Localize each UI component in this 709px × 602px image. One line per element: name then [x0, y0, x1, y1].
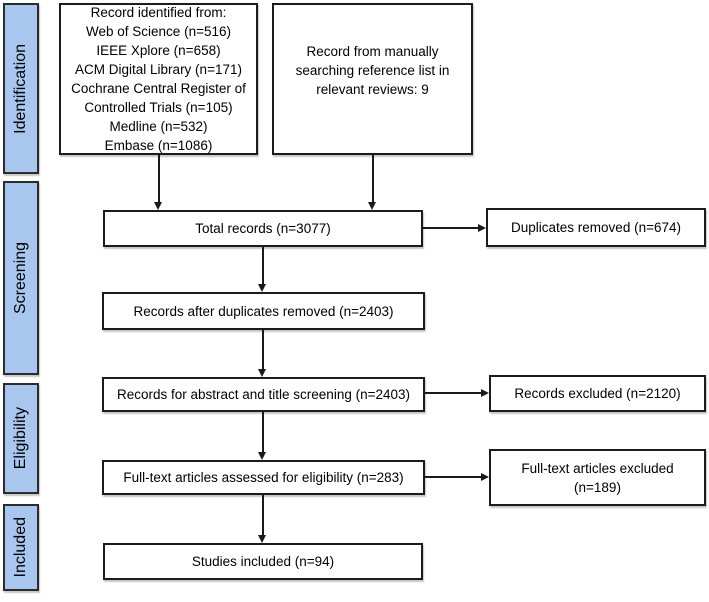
- box-records-identified: Record identified from: Web of Science (…: [59, 3, 258, 155]
- arrow-right-icon: [481, 388, 489, 397]
- duplicates-removed-text: Duplicates removed (n=674): [511, 220, 681, 235]
- box-records-after-duplicates: Records after duplicates removed (n=2403…: [102, 292, 425, 330]
- records-excluded-text: Records excluded (n=2120): [514, 386, 681, 401]
- box-fulltext-eligibility: Full-text articles assessed for eligibil…: [102, 460, 425, 495]
- stage-label-eligibility: Eligibility: [12, 407, 29, 470]
- source-line: Embase (n=1086): [104, 138, 213, 153]
- stage-identification: Identification: [3, 3, 39, 174]
- box-studies-included: Studies included (n=94): [103, 543, 423, 580]
- stage-included: Included: [3, 504, 39, 591]
- connector-fulltext-to-included: [262, 495, 264, 536]
- source-line: Web of Science (n=516): [86, 24, 231, 39]
- arrow-down-icon: [258, 284, 266, 292]
- abstract-title-screening-text: Records for abstract and title screening…: [116, 387, 411, 402]
- source-line: IEEE Xplore (n=658): [96, 43, 221, 58]
- fulltext-eligibility-text: Full-text articles assessed for eligibil…: [123, 470, 404, 485]
- arrow-down-icon: [258, 452, 266, 460]
- fulltext-excluded-text: Full-text articles excluded (n=189): [521, 460, 674, 495]
- arrow-down-icon: [258, 369, 266, 377]
- source-line: Record identified from:: [90, 5, 227, 20]
- connector-afterdup-to-screening: [262, 330, 264, 370]
- source-line: Cochrane Central Register of: [71, 81, 246, 96]
- source-line: Medline (n=532): [109, 119, 208, 134]
- records-after-duplicates-text: Records after duplicates removed (n=2403…: [133, 303, 394, 319]
- box-manual-search: Record from manually searching reference…: [272, 3, 473, 155]
- arrow-down-icon: [368, 202, 376, 210]
- box-total-records: Total records (n=3077): [103, 210, 423, 247]
- connector-screening-to-excluded: [425, 392, 481, 394]
- arrow-right-icon: [481, 472, 489, 481]
- connector-total-to-duplicates: [423, 227, 478, 229]
- studies-included-text: Studies included (n=94): [191, 554, 335, 569]
- connector-screening-to-fulltext: [262, 412, 264, 453]
- arrow-right-icon: [478, 223, 486, 232]
- total-records-text: Total records (n=3077): [195, 221, 331, 236]
- stage-eligibility: Eligibility: [3, 383, 39, 494]
- box-duplicates-removed: Duplicates removed (n=674): [486, 208, 706, 247]
- stage-screening: Screening: [3, 181, 39, 375]
- source-line: Controlled Trials (n=105): [84, 100, 233, 115]
- connector-total-to-afterdup: [262, 247, 264, 285]
- source-line: ACM Digital Library (n=171): [75, 62, 242, 77]
- box-abstract-title-screening: Records for abstract and title screening…: [102, 377, 425, 412]
- connector-fulltext-to-ftexcluded: [425, 476, 481, 478]
- arrow-down-icon: [258, 535, 266, 543]
- manual-search-text: Record from manually searching reference…: [295, 43, 450, 97]
- stage-label-identification: Identification: [12, 43, 29, 134]
- arrow-down-icon: [154, 202, 162, 210]
- stage-label-included: Included: [12, 517, 29, 578]
- box-records-excluded: Records excluded (n=2120): [489, 375, 706, 412]
- connector-manual-to-total: [372, 155, 374, 203]
- stage-label-screening: Screening: [12, 241, 29, 315]
- connector-sources-to-total: [158, 155, 160, 203]
- box-fulltext-excluded: Full-text articles excluded (n=189): [489, 449, 706, 506]
